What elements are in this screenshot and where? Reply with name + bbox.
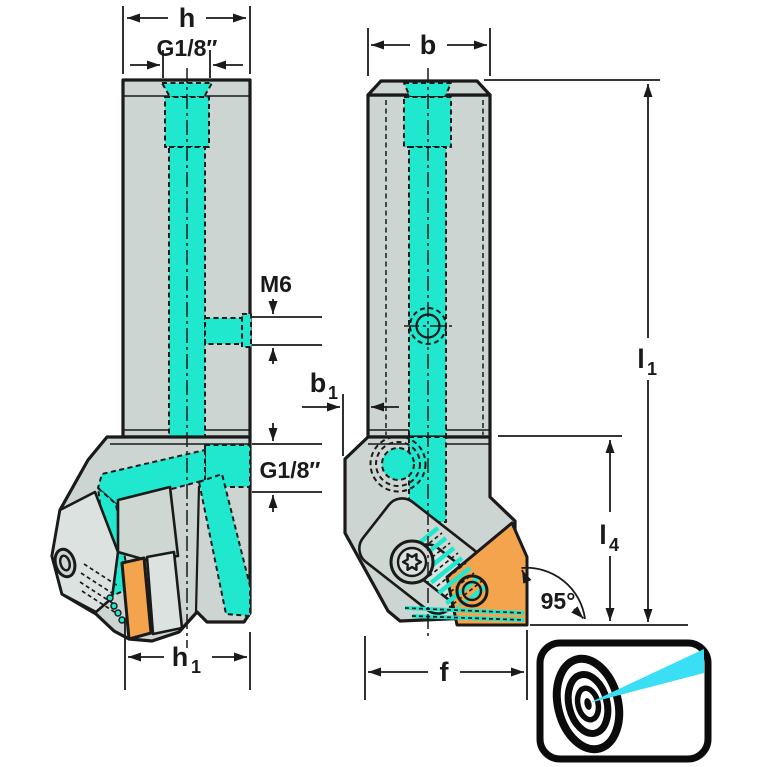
- label-b: b: [420, 30, 437, 60]
- side-clamp-finger: [145, 550, 184, 636]
- side-m6-branch: [204, 317, 244, 345]
- nozzle-dot: [106, 594, 114, 602]
- dim-l4: l 4: [498, 435, 622, 621]
- coolant-beam-icon: [589, 649, 704, 703]
- dim-b: b: [367, 28, 491, 76]
- label-b1-sub: 1: [328, 383, 338, 403]
- torx-icon: [401, 553, 423, 571]
- side-clamp-screw-socket: [59, 554, 71, 572]
- front-nozzle-outlet-inner: [461, 580, 483, 602]
- side-clamp-top: [116, 485, 180, 562]
- label-h: h: [179, 3, 196, 33]
- label-g18-side: G1/8″: [260, 457, 321, 483]
- label-l4-sub: 4: [609, 535, 619, 555]
- label-l4-base: l: [599, 520, 607, 550]
- front-coolant-inlet-ring1: [375, 441, 421, 487]
- front-view: [343, 68, 529, 640]
- side-head-facet-line: [194, 485, 201, 613]
- dim-angle-95: 95°: [521, 566, 586, 620]
- dim-m6: M6: [252, 271, 322, 364]
- side-insert: [120, 556, 153, 641]
- label-f: f: [440, 657, 450, 687]
- front-clamp-screw-head: [396, 546, 428, 578]
- dim-l1: l 1: [484, 79, 688, 626]
- nozzle-dot: [114, 609, 122, 617]
- side-clamp-screw: [53, 547, 77, 579]
- dim-g18-side: G1/8″: [252, 423, 322, 512]
- front-coolant-inlet: [381, 447, 415, 481]
- label-l1-base: l: [637, 344, 645, 374]
- side-view: [50, 68, 252, 648]
- dimensions: h G1/8″ M6 G1/8″ h: [122, 3, 688, 700]
- precision-coolant-icon: [536, 639, 712, 763]
- front-nozzle-outlet: [455, 574, 489, 608]
- label-g18-top: G1/8″: [157, 35, 218, 61]
- label-angle-95: 95°: [541, 588, 576, 614]
- dim-g18-top: G1/8″: [130, 35, 243, 78]
- nozzle-dot: [110, 602, 118, 610]
- side-coolant-duct-right: [198, 473, 251, 617]
- dim-f: f: [364, 630, 528, 700]
- side-coolant-duct-left: [97, 449, 206, 505]
- front-cross-hole-outer: [409, 307, 447, 345]
- label-b1-base: b: [310, 368, 327, 398]
- dim-b1: b 1: [302, 368, 399, 456]
- label-h1-base: h: [172, 642, 189, 672]
- target-icon: [552, 654, 624, 754]
- front-coolant-inlet-ring2: [369, 435, 427, 493]
- dim-h: h: [122, 3, 251, 74]
- label-l1-sub: 1: [647, 359, 657, 379]
- label-m6: M6: [260, 271, 292, 297]
- label-h1-sub: 1: [191, 657, 201, 677]
- front-shim-lines: [404, 606, 525, 622]
- dim-h1: h 1: [124, 618, 251, 690]
- side-cartridge-block: [50, 490, 120, 614]
- side-m6-port: [241, 313, 252, 348]
